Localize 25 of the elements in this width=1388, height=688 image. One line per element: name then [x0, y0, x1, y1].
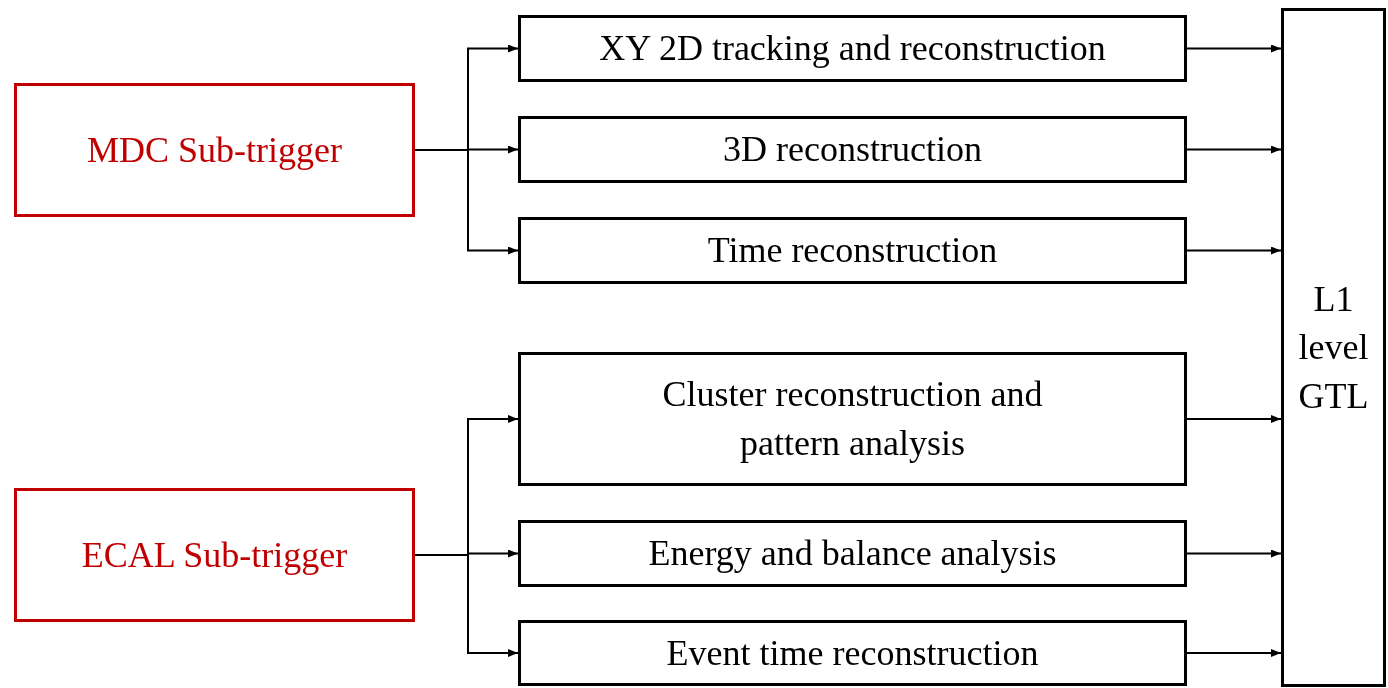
arrow	[1186, 44, 1282, 53]
box-label: ECAL Sub-trigger	[81, 533, 348, 577]
output-box	[1281, 8, 1386, 687]
arrow	[1186, 549, 1282, 558]
box-label: Cluster reconstruction and pattern analysis	[661, 373, 1044, 465]
arrow	[1186, 649, 1282, 657]
process-box	[518, 15, 1187, 82]
arrow	[1186, 145, 1282, 154]
process-box	[518, 217, 1187, 284]
box-label: Energy and balance analysis	[648, 532, 1057, 576]
process-box	[518, 620, 1187, 686]
arrow	[1186, 415, 1282, 423]
box-label: MDC Sub-trigger	[87, 128, 342, 172]
box-label: Event time reconstruction	[666, 631, 1039, 675]
process-box	[518, 116, 1187, 183]
arrow	[414, 554, 519, 657]
trigger-box	[14, 488, 415, 622]
box-label: 3D reconstruction	[723, 128, 982, 172]
trigger-box	[14, 83, 415, 217]
arrow	[1186, 246, 1282, 255]
box-label: XY 2D tracking and reconstruction	[599, 27, 1106, 71]
process-box	[518, 352, 1187, 486]
process-box	[518, 520, 1187, 587]
box-label: L1 level GTL	[1297, 277, 1370, 418]
box-label: Time reconstruction	[707, 229, 998, 273]
